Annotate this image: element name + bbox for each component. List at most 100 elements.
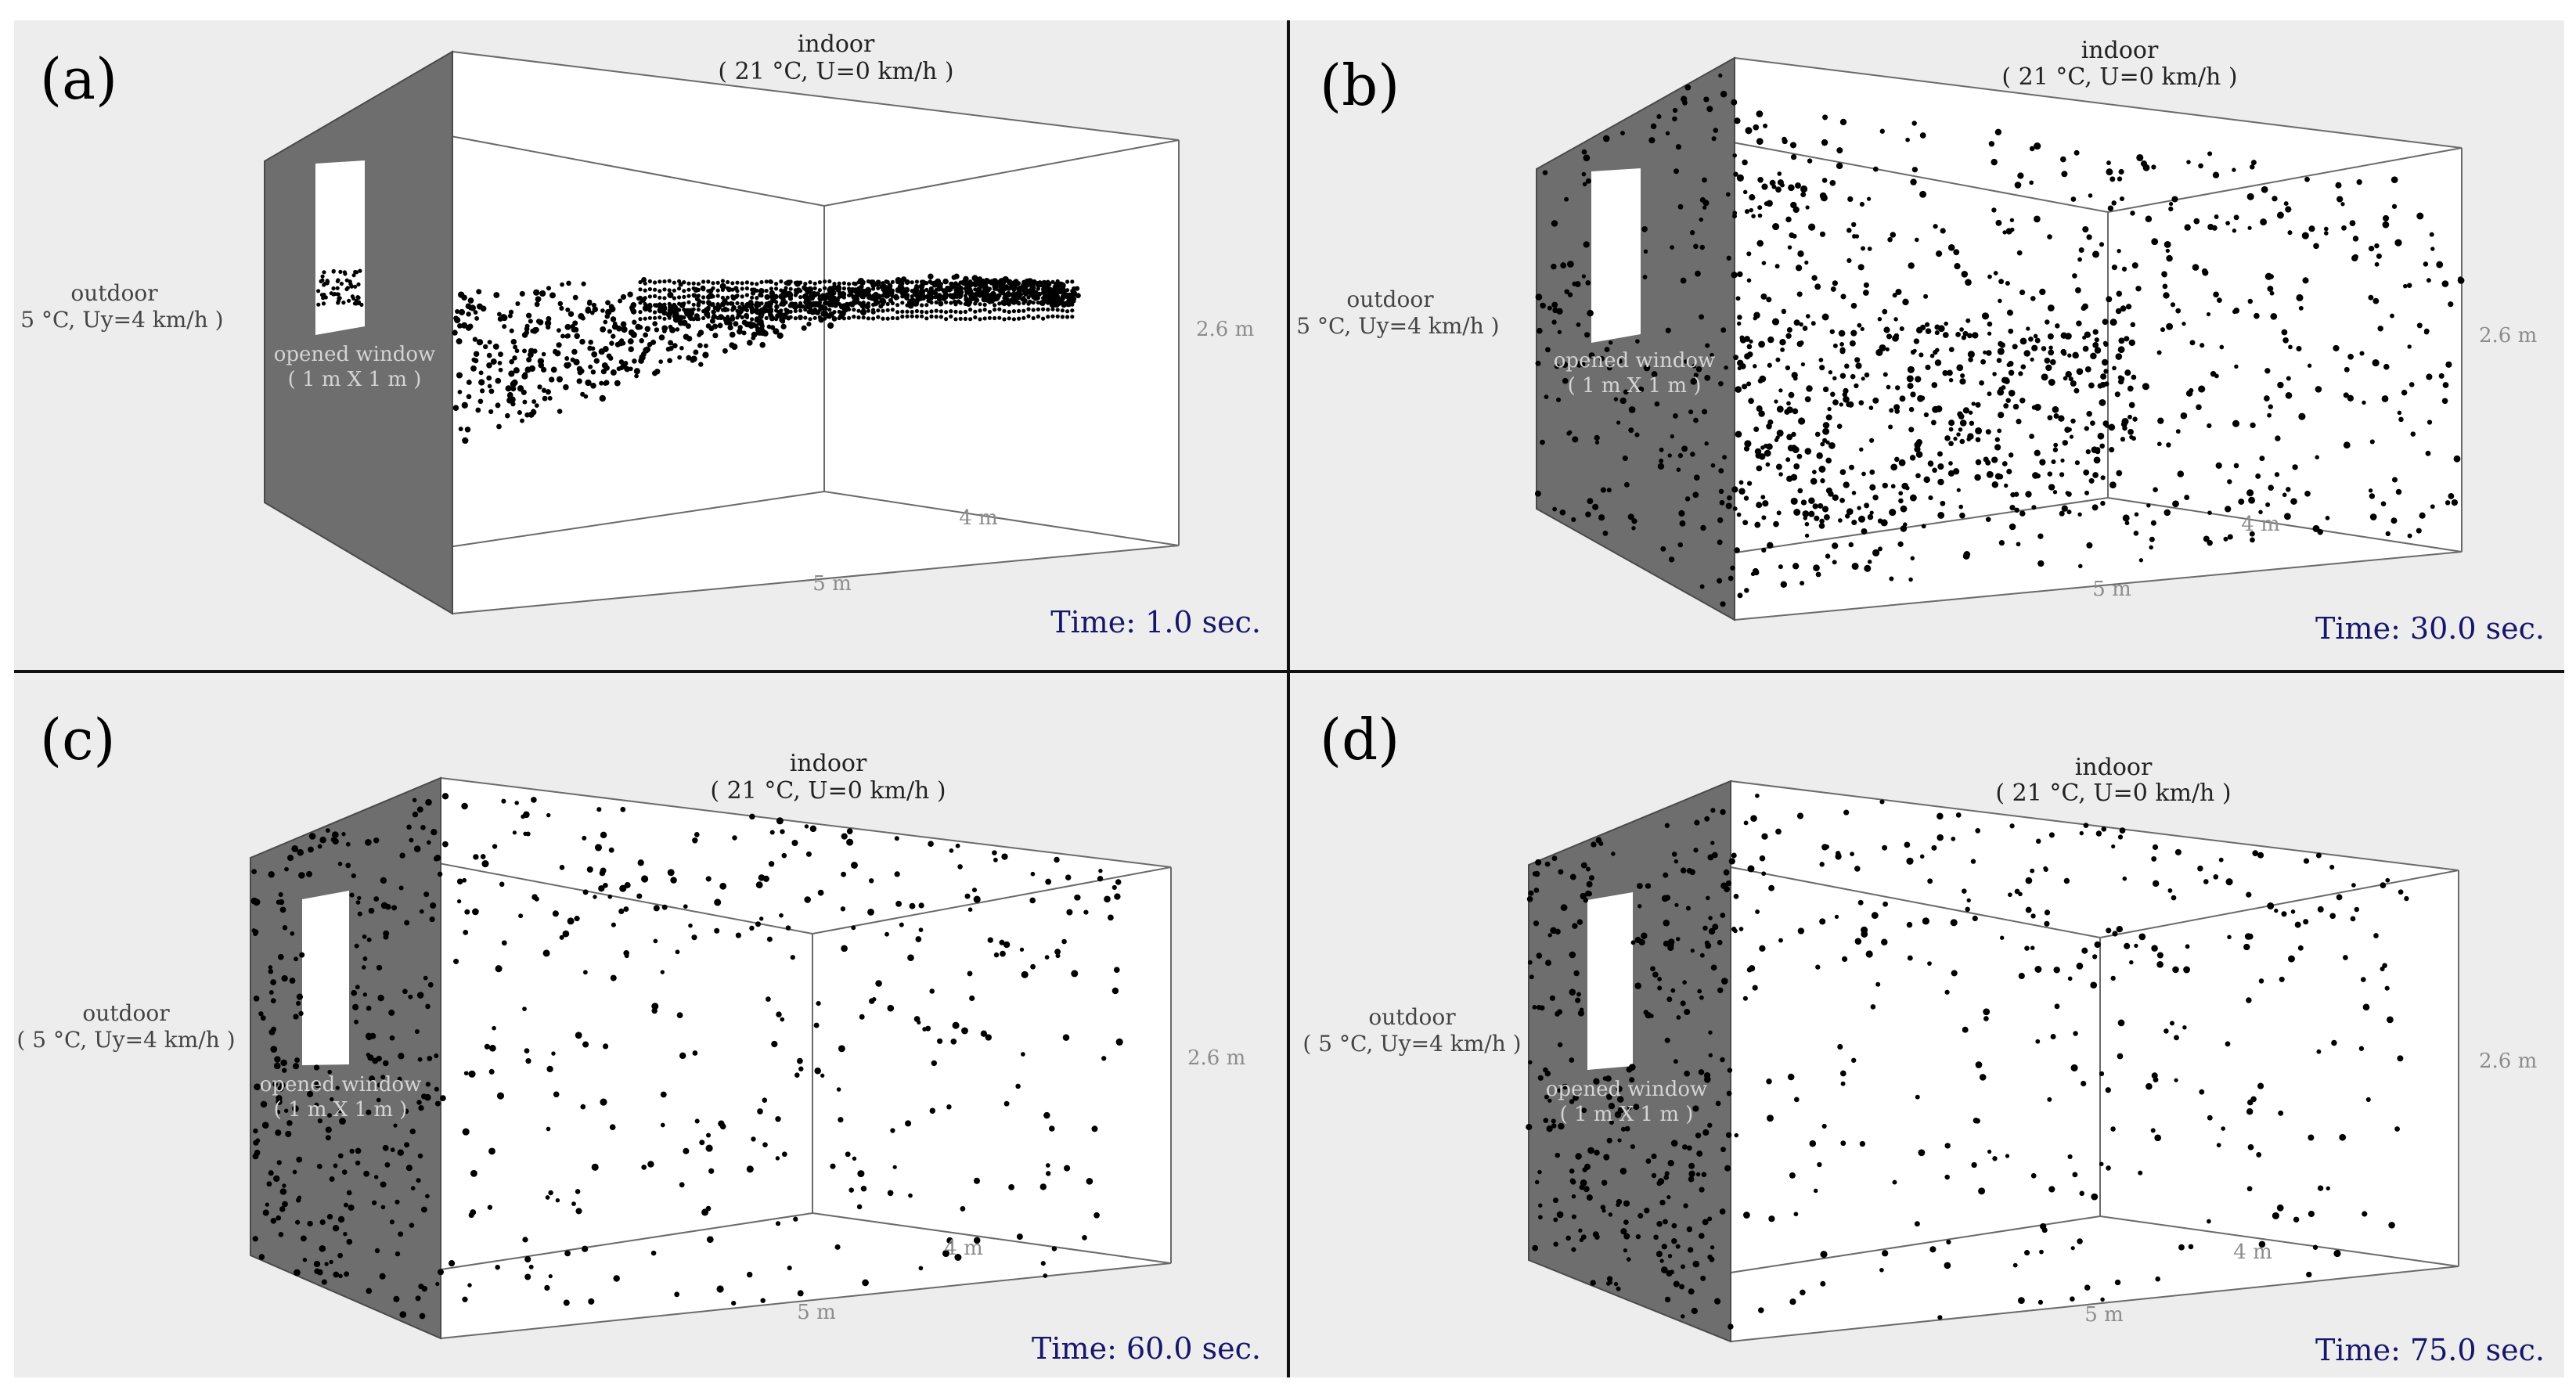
particle	[513, 344, 518, 350]
particle	[1115, 1038, 1123, 1046]
particle	[470, 365, 477, 372]
particle	[2259, 456, 2265, 462]
particle	[551, 1051, 556, 1056]
particle	[1041, 296, 1046, 301]
particle	[2268, 484, 2274, 491]
particle	[638, 279, 643, 285]
particle	[2030, 357, 2034, 362]
particle	[1660, 1266, 1668, 1273]
particle	[2078, 564, 2083, 569]
particle	[1002, 317, 1007, 322]
particle	[1765, 462, 1771, 467]
particle	[588, 1298, 595, 1305]
particle	[779, 913, 784, 918]
particle	[696, 316, 701, 322]
particle	[662, 279, 667, 284]
particle	[1880, 519, 1888, 527]
particle	[500, 314, 506, 320]
particle	[2250, 1096, 2257, 1103]
particle	[2358, 1046, 2365, 1051]
particle	[2051, 459, 2056, 465]
particle	[2281, 911, 2287, 917]
particle	[1919, 132, 1926, 139]
particle	[1569, 1057, 1575, 1063]
particle	[776, 332, 784, 340]
particle	[553, 1091, 560, 1098]
particle	[2092, 329, 2099, 335]
particle	[2066, 510, 2072, 515]
particle	[2368, 488, 2373, 493]
particle	[2369, 439, 2375, 445]
particle	[2124, 942, 2131, 949]
panel-letter: (d)	[1320, 707, 1400, 772]
particle	[1752, 985, 1758, 991]
particle	[1837, 1043, 1843, 1050]
particle	[557, 409, 563, 414]
particle	[2020, 364, 2027, 370]
particle	[2197, 865, 2203, 872]
particle	[1062, 1034, 1070, 1041]
particle	[462, 877, 467, 883]
ceiling-edge-far	[440, 777, 1172, 868]
particle	[1017, 301, 1021, 306]
particle	[720, 287, 726, 292]
particle	[672, 288, 677, 293]
particle	[823, 286, 827, 290]
particle	[461, 322, 468, 329]
particle	[881, 308, 885, 313]
particle	[1684, 84, 1692, 91]
particle	[1846, 257, 1852, 264]
particle	[1742, 189, 1748, 195]
particle	[295, 1000, 301, 1006]
particle	[2156, 960, 2163, 968]
particle	[2052, 405, 2059, 413]
particle	[730, 314, 735, 319]
particle	[905, 309, 910, 314]
particle	[964, 893, 971, 899]
particle	[1981, 312, 1990, 320]
particle	[837, 301, 841, 306]
particle	[1050, 301, 1055, 305]
back-floor-edge	[2107, 497, 2463, 553]
particle	[351, 989, 358, 996]
particle	[1994, 128, 2002, 135]
particle	[2189, 340, 2196, 346]
particle	[1879, 799, 1885, 805]
particle	[953, 293, 958, 298]
particle	[1822, 386, 1829, 393]
particle	[1898, 459, 1906, 466]
particle	[351, 873, 356, 879]
particle	[1026, 295, 1031, 300]
back-wall-top	[440, 862, 813, 934]
particle	[803, 282, 808, 286]
particle	[632, 319, 637, 325]
particle	[1970, 859, 1976, 864]
particle	[717, 322, 723, 329]
particle	[1590, 1280, 1596, 1286]
outdoor-conditions: ( 5 °C, Uy=4 km/h )	[1290, 313, 1500, 339]
particle	[2207, 151, 2213, 157]
particle	[973, 895, 981, 903]
particle	[1082, 1235, 1087, 1241]
particle	[968, 308, 973, 312]
particle	[2083, 823, 2089, 828]
particle	[1699, 584, 1705, 589]
particle	[682, 315, 686, 320]
particle	[2362, 1003, 2370, 1011]
particle	[827, 308, 832, 312]
particle	[1953, 249, 1960, 256]
particle	[1761, 547, 1767, 553]
particle	[662, 302, 667, 307]
dimension-depth: 4 m	[2241, 513, 2279, 536]
room-diagram: (d)indoor( 21 °C, U=0 km/h )outdoor( 5 °…	[1302, 707, 2545, 1367]
particle	[856, 280, 861, 285]
particle	[2207, 223, 2214, 231]
particle	[715, 302, 720, 307]
particle	[779, 308, 784, 313]
particle	[1041, 316, 1046, 321]
particle	[2246, 193, 2254, 200]
particle	[620, 321, 627, 328]
particle	[2308, 225, 2315, 232]
particle	[837, 309, 841, 314]
particle	[1055, 287, 1060, 292]
